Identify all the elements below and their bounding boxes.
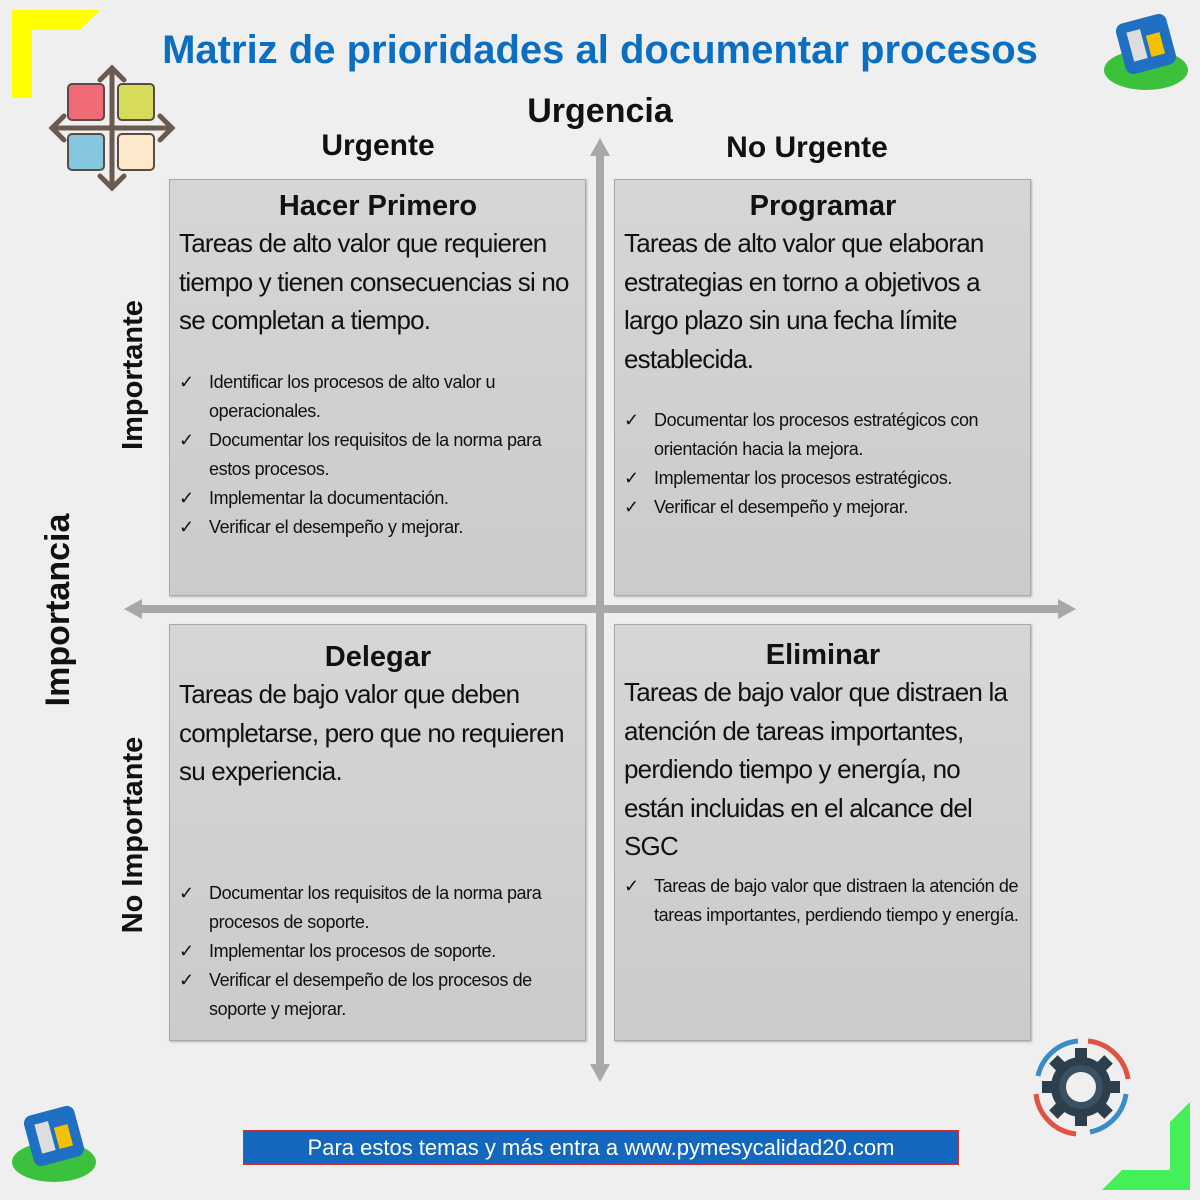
checkmark-icon: ✓ (624, 497, 639, 517)
checkmark-icon: ✓ (179, 429, 194, 450)
task-text: Verificar el desempeño y mejorar. (209, 516, 463, 537)
task-text: Implementar los procesos de soporte. (209, 940, 496, 961)
horizontal-axis (138, 605, 1062, 613)
task-text: Implementar los procesos estratégicos. (654, 468, 952, 488)
axis-label-no-importante: No Importante (117, 736, 149, 934)
checkmark-icon: ✓ (179, 969, 194, 990)
page-title: Matriz de prioridades al documentar proc… (162, 28, 1038, 72)
corner-bracket-top-left (12, 10, 100, 98)
checkmark-icon: ✓ (179, 516, 194, 537)
task-list: ✓ Documentar los procesos estratégicos co… (624, 406, 1022, 522)
arrow-up-icon (590, 138, 610, 156)
axis-title-importancia: Importancia (39, 513, 77, 707)
task-text: Identificar los procesos de alto valor u… (209, 371, 496, 421)
checkmark-icon: ✓ (624, 410, 639, 430)
checkmark-icon: ✓ (624, 468, 639, 488)
quadrant-title: Eliminar (765, 639, 881, 671)
task-item: ✓ Verificar el desempeño y mejorar. (179, 513, 577, 542)
task-list: ✓ Identificar los procesos de alto valor … (179, 368, 577, 542)
axis-label-no-urgente: No Urgente (726, 131, 888, 164)
axis-title-urgencia: Urgencia (527, 92, 673, 130)
task-text: Documentar los requisitos de la norma pa… (209, 882, 542, 932)
task-item: ✓ Documentar los requisitos de la norma p… (179, 426, 577, 484)
task-item: ✓ Implementar los procesos de soporte. (179, 937, 577, 966)
checkmark-icon: ✓ (179, 882, 194, 903)
priority-matrix-icon (48, 64, 176, 192)
task-item: ✓ Implementar los procesos estratégicos. (624, 464, 1022, 493)
gear-cycle-icon (1025, 1031, 1137, 1143)
website-link-banner[interactable]: Para estos temas y más entra a www.pymes… (243, 1130, 959, 1165)
quadrant-hacer-primero: Hacer Primero Tareas de alto valor que r… (169, 179, 586, 596)
arrow-down-icon (590, 1064, 610, 1082)
task-list: ✓ Documentar los requisitos de la norma p… (179, 879, 577, 1024)
arrow-right-icon (1058, 599, 1076, 619)
task-text: Verificar el desempeño de los procesos d… (209, 969, 532, 1019)
task-item: ✓ Documentar los procesos estratégicos co… (624, 406, 1022, 464)
task-text: Documentar los requisitos de la norma pa… (209, 429, 542, 479)
task-list: ✓ Tareas de bajo valor que distraen la at… (624, 872, 1022, 930)
quadrant-title: Delegar (324, 641, 432, 673)
quadrant-delegar: Delegar Tareas de bajo valor que deben c… (169, 624, 586, 1041)
checkmark-icon: ✓ (624, 875, 639, 896)
task-text: Tareas de bajo valor que distraen la ate… (654, 875, 1019, 925)
task-text: Documentar los procesos estratégicos con… (654, 410, 979, 459)
checkmark-icon: ✓ (179, 940, 194, 961)
task-item: ✓ Documentar los requisitos de la norma p… (179, 879, 577, 937)
quadrant-description: Tareas de alto valor que requieren tiemp… (179, 228, 570, 335)
task-text: Implementar la documentación. (209, 487, 449, 508)
task-item: ✓ Verificar el desempeño de los procesos … (179, 966, 577, 1024)
axis-label-importante: Importante (117, 300, 149, 450)
quadrant-title: Hacer Primero (278, 190, 478, 222)
quadrant-eliminar: Eliminar Tareas de bajo valor que distra… (614, 624, 1031, 1041)
task-text: Verificar el desempeño y mejorar. (654, 497, 908, 517)
quadrant-description: Tareas de bajo valor que distraen la ate… (624, 677, 1008, 861)
arrow-left-icon (124, 599, 142, 619)
blog-logo-top-right (1104, 13, 1188, 90)
task-item: ✓ Implementar la documentación. (179, 484, 577, 513)
task-item: ✓ Tareas de bajo valor que distraen la at… (624, 872, 1022, 930)
blog-logo-bottom-left (12, 1105, 96, 1182)
checkmark-icon: ✓ (179, 371, 194, 392)
quadrant-description: Tareas de bajo valor que deben completar… (179, 679, 565, 786)
quadrant-title: Programar (749, 190, 897, 222)
checkmark-icon: ✓ (179, 487, 194, 508)
task-item: ✓ Verificar el desempeño y mejorar. (624, 493, 1022, 522)
quadrant-description: Tareas de alto valor que elaboran estrat… (624, 228, 984, 374)
quadrant-programar: Programar Tareas de alto valor que elabo… (614, 179, 1031, 596)
axis-label-urgente: Urgente (321, 129, 435, 162)
task-item: ✓ Identificar los procesos de alto valor … (179, 368, 577, 426)
corner-bracket-bottom-right (1102, 1102, 1190, 1190)
